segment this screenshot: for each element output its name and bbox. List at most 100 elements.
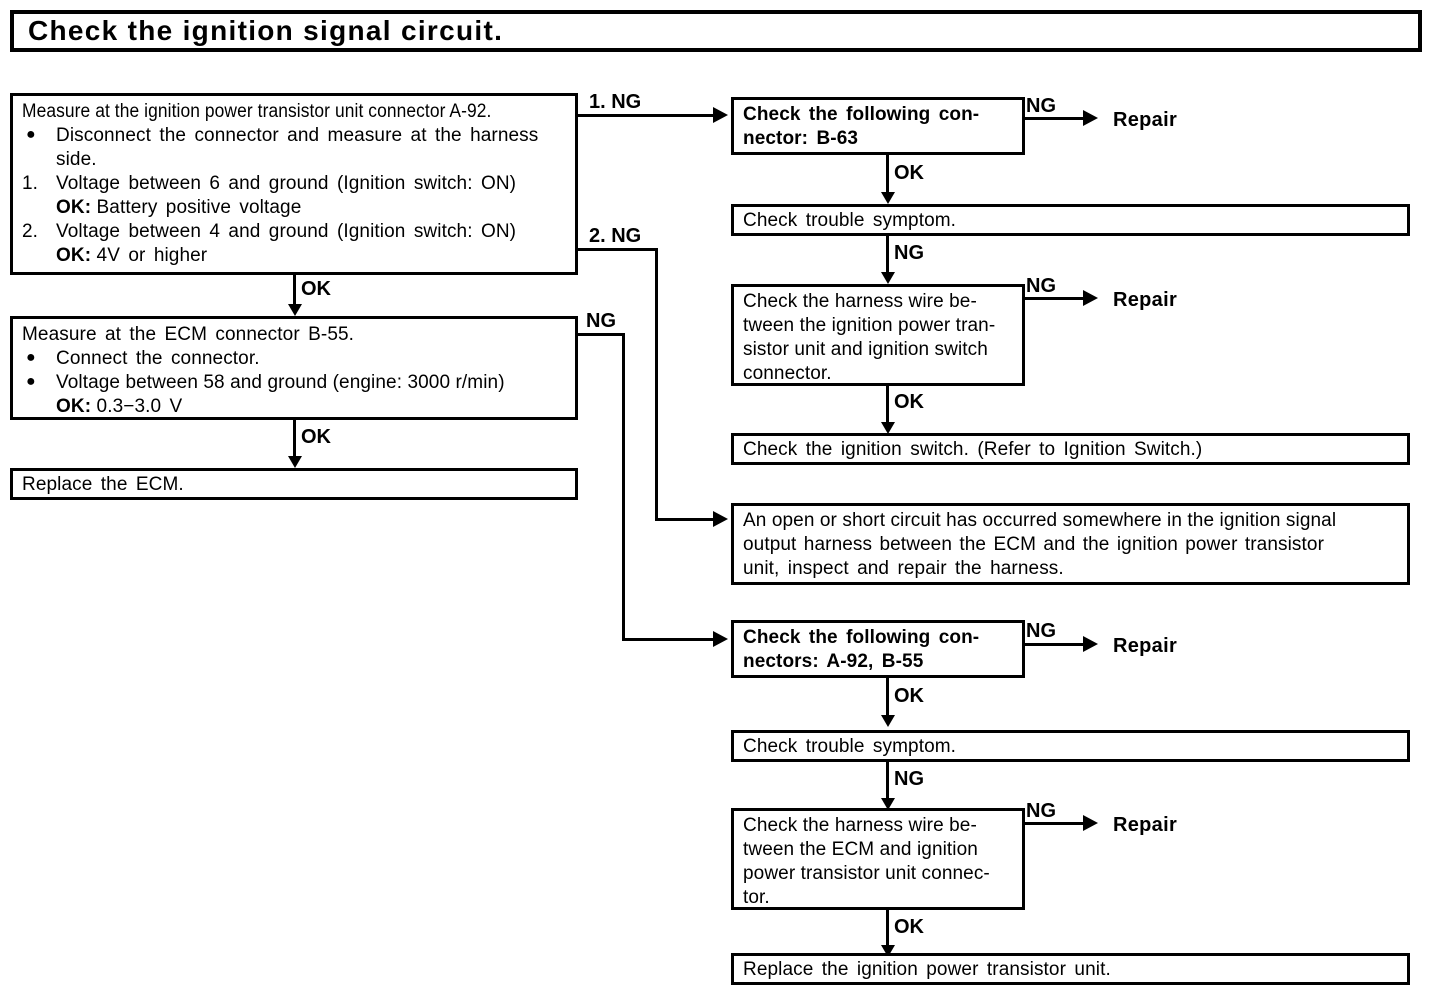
edge-label-ok: OK <box>301 426 331 448</box>
ok-value: 4V or higher <box>96 245 208 266</box>
edge-label-ng: NG <box>1026 275 1056 297</box>
ok-label: OK: <box>56 197 92 218</box>
edge-label-ok: OK <box>894 916 924 938</box>
list-item: ● Disconnect the connector and measure a… <box>22 124 567 172</box>
connector-line <box>886 386 889 428</box>
edge-label-ok: OK <box>894 162 924 184</box>
measure-transistor-item1-ok: OK: Battery positive voltage <box>56 196 567 220</box>
check-harness-ignition-switch-line2: tween the ignition power tran- <box>743 315 996 336</box>
measure-ecm-list: ● Connect the connector. ● Voltage betwe… <box>22 347 567 419</box>
ok-label: OK: <box>56 245 92 266</box>
measure-transistor-bullet1: Disconnect the connector and measure at … <box>56 125 539 170</box>
connector-line <box>886 762 889 804</box>
bullet-icon: ● <box>26 126 36 143</box>
connector-line <box>886 236 889 278</box>
repair-label: Repair <box>1113 289 1178 311</box>
connector-line <box>293 420 296 462</box>
measure-ecm-bullet1: Connect the connector. <box>56 348 260 369</box>
replace-ecm-text: Replace the ECM. <box>22 474 184 495</box>
check-connectors-a92-b55-line1: Check the following con- <box>743 627 980 648</box>
list-marker: 1. <box>22 173 39 194</box>
box-measure-ecm: Measure at the ECM connector B-55. ● Con… <box>10 316 578 420</box>
edge-label-ok: OK <box>894 685 924 707</box>
open-short-circuit-line3: unit, inspect and repair the harness. <box>743 558 1064 579</box>
connector-line <box>1025 643 1085 646</box>
check-harness-ignition-switch-line1: Check the harness wire be- <box>743 291 977 312</box>
connector-line <box>886 678 889 720</box>
connector-line <box>622 333 625 641</box>
edge-label-ng: NG <box>894 768 924 790</box>
arrow-down-icon <box>881 715 895 727</box>
repair-label: Repair <box>1113 109 1178 131</box>
open-short-circuit-line2: output harness between the ECM and the i… <box>743 534 1325 555</box>
arrow-right-icon <box>1083 110 1098 126</box>
edge-label-ng-1: 1. NG <box>589 91 642 113</box>
arrow-right-icon <box>713 107 728 123</box>
measure-ecm-ok: OK: 0.3−3.0 V <box>56 395 567 419</box>
edge-label-ng-2: 2. NG <box>589 225 642 247</box>
check-harness-ecm-line2: tween the ECM and ignition <box>743 839 978 860</box>
connector-line <box>578 248 658 251</box>
connector-line <box>1025 297 1085 300</box>
arrow-down-icon <box>881 192 895 204</box>
connector-tick <box>293 277 296 289</box>
arrow-right-icon <box>1083 815 1098 831</box>
list-item: ● Voltage between 58 and ground (engine:… <box>22 371 567 419</box>
connector-line <box>655 248 658 521</box>
box-check-harness-ecm: Check the harness wire be- tween the ECM… <box>731 808 1025 910</box>
check-harness-ecm-line1: Check the harness wire be- <box>743 815 977 836</box>
edge-label-ok: OK <box>894 391 924 413</box>
measure-ecm-bullet2: Voltage between 58 and ground (engine: 3… <box>56 372 505 393</box>
check-ignition-switch-text: Check the ignition switch. (Refer to Ign… <box>743 439 1203 460</box>
check-harness-ignition-switch-line3: sistor unit and ignition switch <box>743 339 988 360</box>
check-harness-ecm-line3: power transistor unit connec- <box>743 863 990 884</box>
box-check-trouble-symptom-1: Check trouble symptom. <box>731 204 1410 236</box>
connector-line <box>886 910 889 952</box>
page-title-box: Check the ignition signal circuit. <box>10 10 1422 52</box>
bullet-icon: ● <box>26 373 36 390</box>
check-harness-ecm-line4: tor. <box>743 887 770 908</box>
open-short-circuit-line1: An open or short circuit has occurred so… <box>743 510 1337 531</box>
measure-transistor-heading: Measure at the ignition power transistor… <box>22 101 492 122</box>
arrow-down-icon <box>881 272 895 284</box>
box-check-ignition-switch: Check the ignition switch. (Refer to Ign… <box>731 433 1410 465</box>
ok-value: 0.3−3.0 V <box>96 396 183 417</box>
measure-transistor-item1: Voltage between 6 and ground (Ignition s… <box>56 173 517 194</box>
arrow-right-icon <box>713 631 728 647</box>
check-connector-b63-line1: Check the following con- <box>743 104 980 125</box>
replace-transistor-unit-text: Replace the ignition power transistor un… <box>743 959 1111 980</box>
box-open-short-circuit: An open or short circuit has occurred so… <box>731 503 1410 585</box>
arrow-right-icon <box>1083 290 1098 306</box>
check-connector-b63-line2: nector: B-63 <box>743 128 859 149</box>
box-replace-ecm: Replace the ECM. <box>10 468 578 500</box>
bullet-icon: ● <box>26 349 36 366</box>
measure-transistor-item2-ok: OK: 4V or higher <box>56 244 567 268</box>
measure-transistor-list: ● Disconnect the connector and measure a… <box>22 124 567 268</box>
edge-label-ng: NG <box>1026 95 1056 117</box>
box-check-connector-b63: Check the following con- nector: B-63 <box>731 97 1025 155</box>
connector-line <box>293 275 296 307</box>
list-item: 2. Voltage between 4 and ground (Ignitio… <box>22 220 567 268</box>
box-check-connectors-a92-b55: Check the following con- nectors: A-92, … <box>731 620 1025 678</box>
measure-transistor-item2: Voltage between 4 and ground (Ignition s… <box>56 221 517 242</box>
arrow-right-icon <box>1083 636 1098 652</box>
measure-ecm-heading: Measure at the ECM connector B-55. <box>22 324 355 345</box>
edge-label-ng: NG <box>894 242 924 264</box>
check-harness-ignition-switch-line4: connector. <box>743 363 832 384</box>
edge-label-ok: OK <box>301 278 331 300</box>
connector-line <box>622 638 714 641</box>
connector-line <box>1025 117 1085 120</box>
arrow-down-icon <box>881 422 895 434</box>
check-trouble-symptom-2-text: Check trouble symptom. <box>743 736 957 757</box>
box-check-trouble-symptom-2: Check trouble symptom. <box>731 730 1410 762</box>
list-item: ● Connect the connector. <box>22 347 567 371</box>
connector-line <box>655 518 714 521</box>
arrow-down-icon <box>881 798 895 810</box>
check-connectors-a92-b55-line2: nectors: A-92, B-55 <box>743 651 924 672</box>
box-replace-transistor-unit: Replace the ignition power transistor un… <box>731 953 1410 985</box>
connector-tick <box>293 424 296 436</box>
check-trouble-symptom-1-text: Check trouble symptom. <box>743 210 957 231</box>
arrow-down-icon <box>288 456 302 468</box>
ok-value: Battery positive voltage <box>96 197 302 218</box>
